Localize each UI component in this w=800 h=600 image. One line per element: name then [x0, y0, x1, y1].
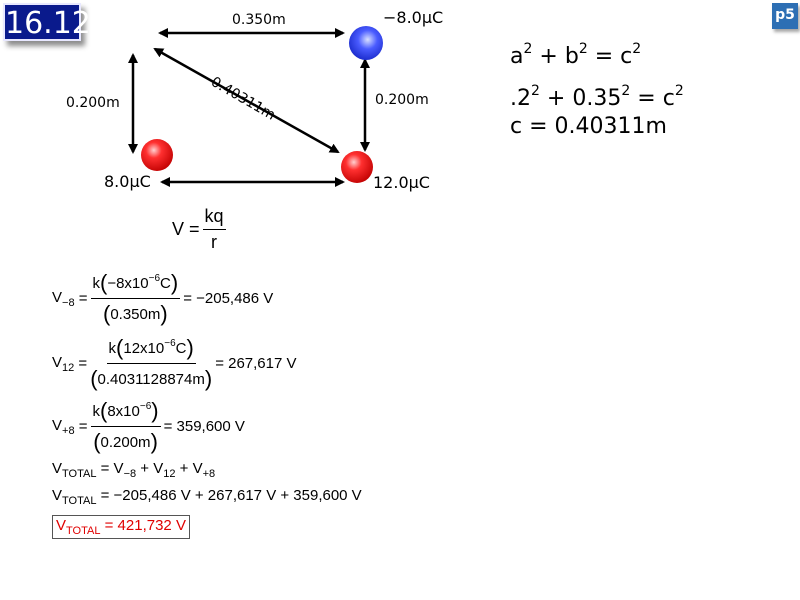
charge-diagram — [128, 26, 383, 187]
negative-charge-sphere — [349, 26, 383, 60]
charge-12uC-sphere — [341, 151, 373, 183]
total-sum-expression: VTOTAL = V−8 + V12 + V+8 — [52, 460, 216, 480]
page-badge: p5 — [772, 3, 798, 29]
problem-number-badge: 16.12 — [3, 3, 91, 41]
charge-12uC-label: 12.0μC — [373, 173, 430, 192]
calc-v-pos8: V+8 = k(8x10−6) (0.200m) = 359,600 V — [52, 398, 245, 454]
total-values-expression: VTOTAL = −205,486 V + 267,617 V + 359,60… — [52, 487, 362, 507]
top-distance-label: 0.350m — [232, 12, 286, 28]
pythagoras-line-2: .22 + 0.352 = c2 — [510, 83, 684, 111]
pythagoras-line-1: a2 + b2 = c2 — [510, 41, 642, 69]
total-result-box: VTOTAL = 421,732 V — [52, 515, 190, 539]
negative-charge-label: −8.0μC — [383, 8, 444, 27]
charge-8uC-sphere — [141, 139, 173, 171]
charge-8uC-label: 8.0μC — [104, 172, 151, 191]
right-distance-label: 0.200m — [375, 92, 429, 108]
pythagoras-line-3: c = 0.40311m — [510, 114, 667, 139]
calc-v-12: V12 = k(12x10−6C) (0.4031128874m) = 267,… — [52, 335, 297, 391]
left-distance-label: 0.200m — [66, 95, 120, 111]
diagonal-distance-arrow — [153, 47, 340, 154]
calc-v-neg8: V−8 = k(−8x10−6C) (0.350m) = −205,486 V — [52, 270, 274, 326]
